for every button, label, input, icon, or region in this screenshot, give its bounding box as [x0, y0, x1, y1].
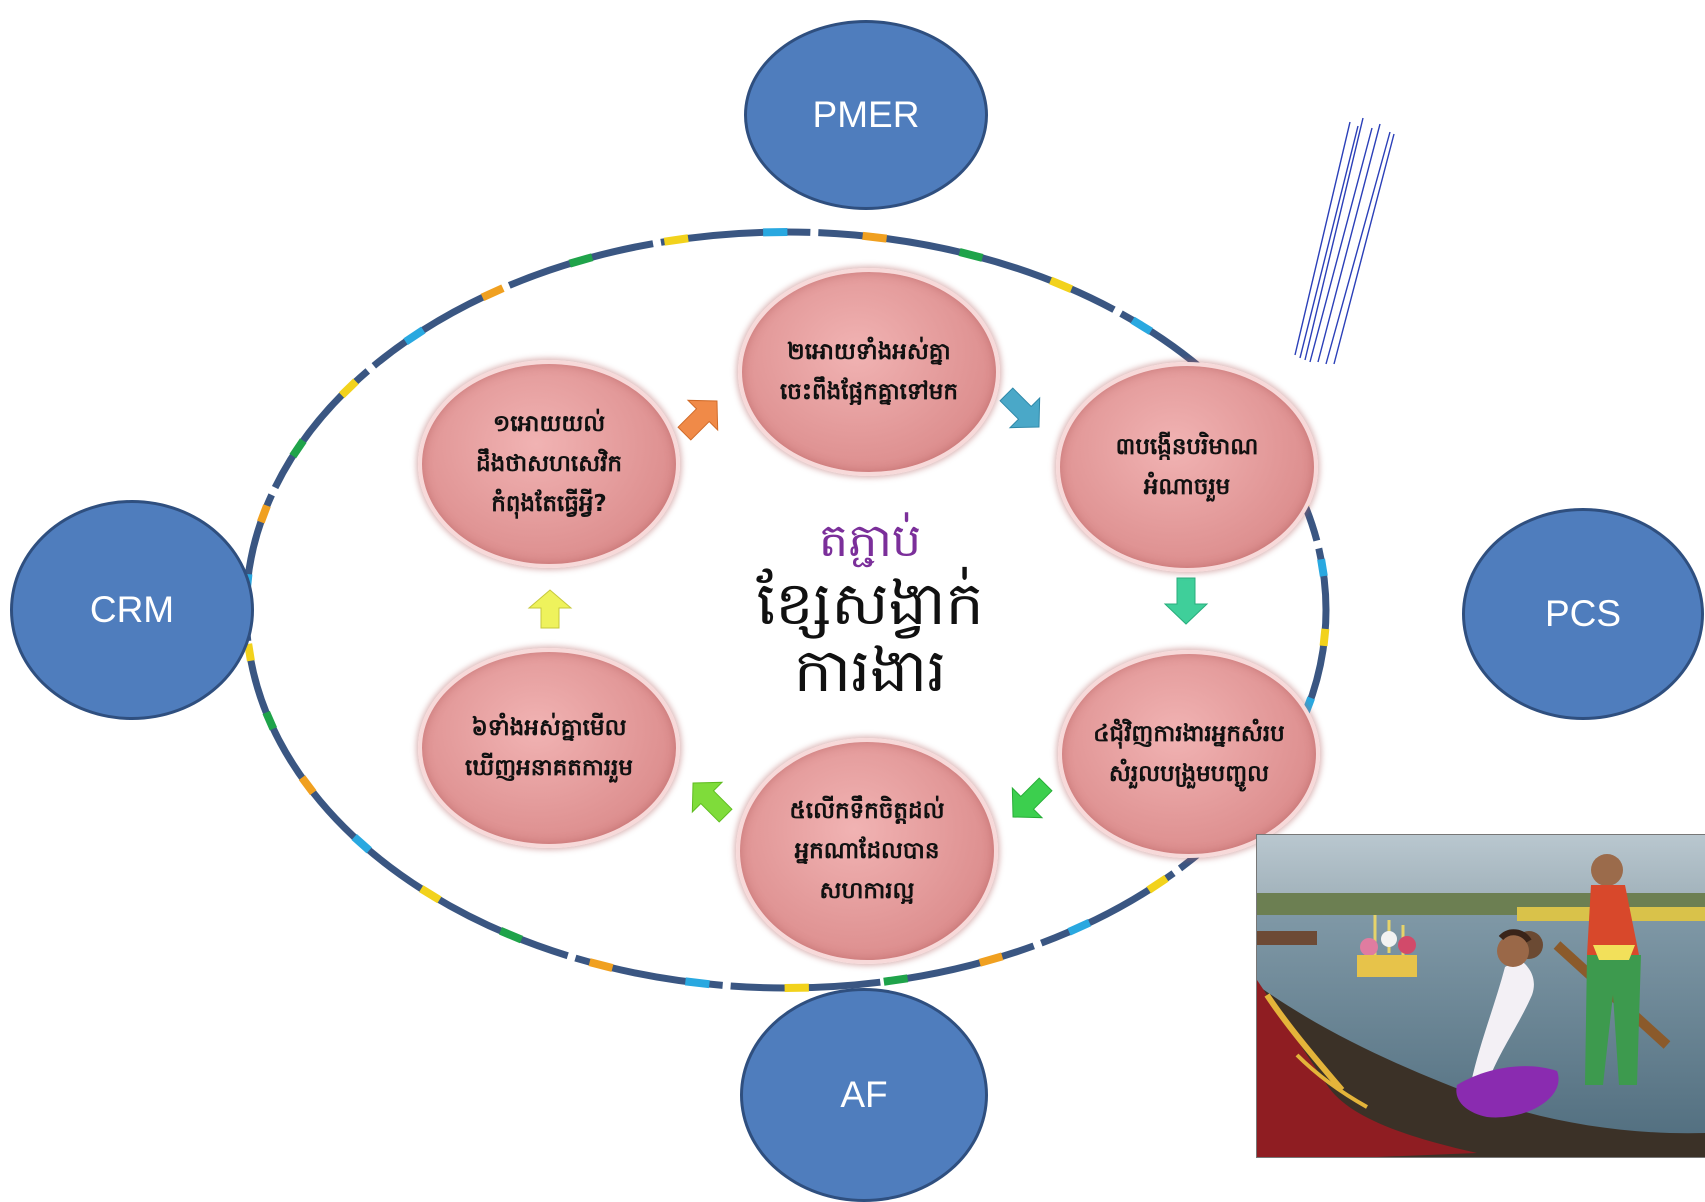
ring-accent-segment — [480, 284, 505, 301]
ring-accent-segment — [568, 253, 594, 268]
step-6-bubble: ៦ទាំងអស់គ្នាមើលឃើញអនាគតការរួម — [418, 648, 680, 848]
arrow-step2-to-step3 — [999, 387, 1041, 429]
arrow-step5-to-step6 — [691, 781, 733, 823]
node-pmer-label: PMER — [812, 94, 920, 135]
node-af-label: AF — [840, 1074, 888, 1115]
ring-accent-segment — [298, 775, 317, 796]
step-4-text: ៤ជុំវិញការងារអ្នកសំរបសំរួលបង្រួមបញ្ចូល — [1093, 721, 1285, 787]
arrow-step3-to-step4 — [1163, 577, 1209, 625]
ring-accent-segment — [978, 952, 1004, 967]
step-4-bubble: ៤ជុំវិញការងារអ្នកសំរបសំរួលបង្រួមបញ្ចូល — [1058, 650, 1320, 858]
ring-accent-segment — [1130, 316, 1153, 335]
center-title-line2: ខ្សែសង្វាក់ — [756, 569, 984, 639]
ring-accent-segment — [1146, 874, 1169, 894]
boat-race-photo — [1256, 834, 1705, 1158]
step-5-text: ៥លើកទឹកចិត្តដល់អ្នកណាដែលបានសហការល្អ — [789, 798, 945, 904]
ring-accent-segment — [684, 977, 710, 989]
step-6-text: ៦ទាំងអស់គ្នាមើលឃើញអនាគតការរួម — [465, 715, 633, 781]
center-title: តភ្ជាប់ ខ្សែសង្វាក់ ការងារ — [690, 510, 1050, 704]
ring-accent-segment — [1067, 919, 1092, 936]
step-3-bubble: ៣បង្កើនបរិមាណអំណាចរួម — [1056, 362, 1318, 572]
node-af: AF — [740, 988, 988, 1202]
boat-race-image — [1257, 835, 1705, 1157]
ring-accent-segment — [289, 438, 307, 459]
arrow-step4-to-step5 — [1011, 777, 1053, 819]
arrow-step1-to-step2 — [677, 399, 719, 441]
ring-accent-segment — [588, 958, 614, 972]
ring-accent-segment — [663, 234, 689, 246]
ring-accent-segment — [244, 643, 255, 662]
ring-accent-segment — [883, 974, 909, 986]
step-5-bubble: ៥លើកទឹកចិត្តដល់អ្នកណាដែលបានសហការល្អ — [736, 738, 998, 964]
node-pmer: PMER — [744, 20, 988, 210]
ring-accent-segment — [262, 710, 278, 731]
ring-accent-segment — [403, 326, 426, 346]
center-title-line3: ការងារ — [793, 636, 947, 706]
ring-accent-segment — [1317, 558, 1328, 577]
ring-accent-segment — [499, 927, 523, 944]
node-pcs: PCS — [1462, 508, 1704, 720]
step-2-text: ២អោយទាំងអស់គ្នាចេះពឹងផ្អែកគ្នាទៅមក — [779, 339, 958, 405]
node-pcs-label: PCS — [1544, 593, 1622, 634]
arrow-step6-to-step1 — [527, 589, 573, 629]
ring-accent-segment — [1319, 628, 1330, 647]
ring-accent-segment — [351, 834, 372, 854]
ring-accent-segment — [1049, 276, 1073, 293]
step-1-bubble: ១អោយយល់ដឹងថាសហសេវិកកំពុងតែធ្វើអ្វី? — [418, 360, 680, 568]
ring-accent-segment — [862, 231, 888, 243]
ring-accent-segment — [257, 504, 271, 524]
antenna-lines — [1294, 117, 1395, 365]
center-title-line1: តភ្ជាប់ — [818, 513, 922, 567]
ring-accent-segment — [958, 248, 984, 262]
step-3-text: ៣បង្កើនបរិមាណអំណាចរួម — [1115, 434, 1259, 500]
step-1-text: ១អោយយល់ដឹងថាសហសេវិកកំពុងតែធ្វើអ្វី? — [476, 411, 622, 517]
cycle-arrows — [527, 387, 1209, 823]
ring-accent-segment — [338, 378, 359, 399]
node-crm-label: CRM — [89, 589, 175, 630]
node-crm: CRM — [10, 500, 254, 720]
ring-accent-segment — [419, 885, 442, 904]
step-2-bubble: ២អោយទាំងអស់គ្នាចេះពឹងផ្អែកគ្នាទៅមក — [738, 268, 1000, 476]
